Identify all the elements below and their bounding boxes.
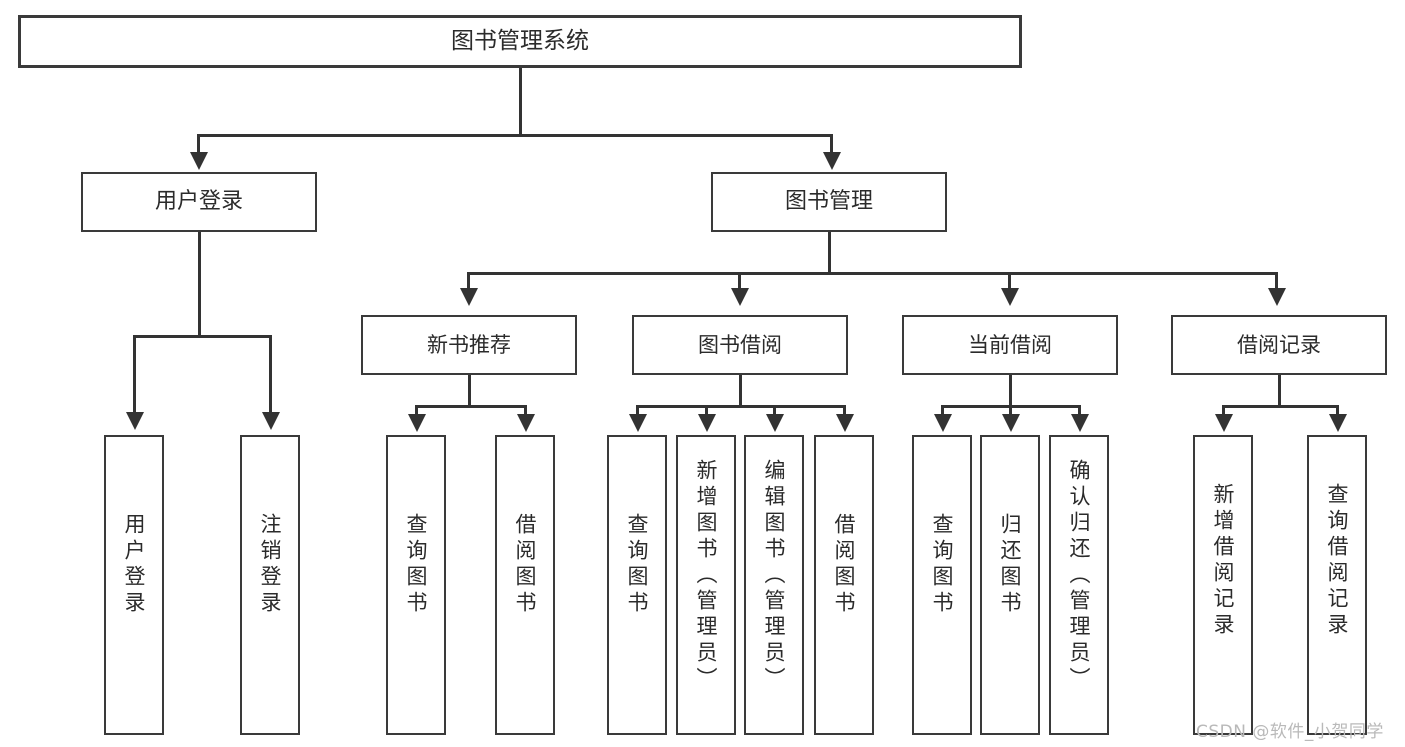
- connector-root-bus: [197, 134, 833, 137]
- leaf-label: 新增图书（管理员）: [694, 459, 719, 693]
- node-new-book-recommend[interactable]: 新书推荐: [361, 315, 577, 375]
- leaf-confirm-return-admin[interactable]: 确认归还（管理员）: [1049, 435, 1109, 735]
- arrow-to-user-login: [190, 152, 208, 170]
- connector-bookmgmt-stem: [828, 232, 831, 274]
- arrow-to-leaf-logout: [262, 412, 280, 430]
- connector-bookmgmt-drop-2: [738, 272, 741, 290]
- connector-bookmgmt-drop-3: [1008, 272, 1011, 290]
- connector-bookborrow-bus: [636, 405, 846, 408]
- arrow-to-leaf-user-login: [126, 412, 144, 430]
- arrow-currentborrow-leaf-3: [1071, 414, 1089, 432]
- leaf-label: 归还图书: [998, 513, 1023, 617]
- leaf-label: 用户登录: [122, 513, 147, 617]
- arrow-currentborrow-leaf-1: [934, 414, 952, 432]
- node-user-login[interactable]: 用户登录: [81, 172, 317, 232]
- arrow-currentborrow-leaf-2: [1002, 414, 1020, 432]
- connector-currentborrow-stem: [1009, 375, 1012, 407]
- connector-userlogin-drop-1: [133, 335, 136, 415]
- arrow-bookborrow-leaf-2: [698, 414, 716, 432]
- connector-root-drop-right: [830, 134, 833, 156]
- leaf-borrow-book-recommend[interactable]: 借阅图书: [495, 435, 555, 735]
- leaf-query-book-current[interactable]: 查询图书: [912, 435, 972, 735]
- arrow-to-current-borrow: [1001, 288, 1019, 306]
- leaf-query-book-recommend[interactable]: 查询图书: [386, 435, 446, 735]
- node-book-management[interactable]: 图书管理: [711, 172, 947, 232]
- connector-currentborrow-drop-1: [941, 405, 944, 417]
- leaf-user-login[interactable]: 用户登录: [104, 435, 164, 735]
- connector-newbook-drop-2: [524, 405, 527, 417]
- arrow-newbook-leaf-2: [517, 414, 535, 432]
- leaf-label: 查询图书: [404, 513, 429, 617]
- connector-root-stem: [519, 68, 522, 136]
- node-label: 图书借阅: [698, 332, 782, 357]
- leaf-add-book-admin[interactable]: 新增图书（管理员）: [676, 435, 736, 735]
- leaf-label: 查询借阅记录: [1325, 483, 1350, 639]
- node-label: 图书管理: [784, 189, 873, 215]
- leaf-edit-book-admin[interactable]: 编辑图书（管理员）: [744, 435, 804, 735]
- leaf-label: 查询图书: [625, 513, 650, 617]
- connector-currentborrow-drop-3: [1078, 405, 1081, 417]
- arrow-bookborrow-leaf-3: [766, 414, 784, 432]
- connector-bookborrow-drop-1: [636, 405, 639, 417]
- arrow-borrowrecord-leaf-2: [1329, 414, 1347, 432]
- leaf-add-borrow-record[interactable]: 新增借阅记录: [1193, 435, 1253, 735]
- leaf-label: 查询图书: [930, 513, 955, 617]
- connector-bookborrow-stem: [739, 375, 742, 407]
- connector-newbook-stem: [468, 375, 471, 407]
- leaf-query-borrow-record[interactable]: 查询借阅记录: [1307, 435, 1367, 735]
- connector-bookborrow-drop-3: [773, 405, 776, 417]
- node-label: 新书推荐: [427, 332, 511, 357]
- connector-userlogin-stem: [198, 232, 201, 337]
- watermark-text: CSDN @软件_小贺同学: [1196, 722, 1384, 742]
- leaf-label: 编辑图书（管理员）: [762, 459, 787, 693]
- node-root-book-management-system[interactable]: 图书管理系统: [18, 15, 1022, 68]
- node-label: 用户登录: [154, 189, 243, 215]
- connector-borrowrecord-bus: [1222, 405, 1339, 408]
- leaf-label: 确认归还（管理员）: [1067, 459, 1092, 693]
- leaf-label: 新增借阅记录: [1211, 483, 1236, 639]
- leaf-logout[interactable]: 注销登录: [240, 435, 300, 735]
- connector-newbook-bus: [415, 405, 527, 408]
- node-label: 图书管理系统: [451, 27, 589, 54]
- arrow-bookborrow-leaf-1: [629, 414, 647, 432]
- leaf-label: 借阅图书: [513, 513, 538, 617]
- connector-bookborrow-drop-4: [843, 405, 846, 417]
- csdn-watermark: CSDN @软件_小贺同学: [1196, 717, 1384, 742]
- connector-bookmgmt-drop-4: [1275, 272, 1278, 290]
- leaf-query-book-borrow[interactable]: 查询图书: [607, 435, 667, 735]
- arrow-newbook-leaf-1: [408, 414, 426, 432]
- arrow-to-book-borrow: [731, 288, 749, 306]
- arrow-to-new-book-recommend: [460, 288, 478, 306]
- node-book-borrow[interactable]: 图书借阅: [632, 315, 848, 375]
- arrow-to-borrow-record: [1268, 288, 1286, 306]
- connector-bookmgmt-bus: [467, 272, 1278, 275]
- connector-borrowrecord-drop-1: [1222, 405, 1225, 417]
- connector-userlogin-drop-2: [269, 335, 272, 415]
- node-borrow-record[interactable]: 借阅记录: [1171, 315, 1387, 375]
- connector-newbook-drop-1: [415, 405, 418, 417]
- connector-userlogin-bus: [133, 335, 272, 338]
- leaf-return-book[interactable]: 归还图书: [980, 435, 1040, 735]
- leaf-label: 借阅图书: [832, 513, 857, 617]
- connector-root-drop-left: [197, 134, 200, 156]
- connector-borrowrecord-stem: [1278, 375, 1281, 407]
- connector-borrowrecord-drop-2: [1336, 405, 1339, 417]
- node-label: 当前借阅: [968, 332, 1052, 357]
- leaf-label: 注销登录: [258, 513, 283, 617]
- connector-currentborrow-drop-2: [1009, 405, 1012, 417]
- node-current-borrow[interactable]: 当前借阅: [902, 315, 1118, 375]
- leaf-borrow-book[interactable]: 借阅图书: [814, 435, 874, 735]
- connector-bookborrow-drop-2: [705, 405, 708, 417]
- connector-bookmgmt-drop-1: [467, 272, 470, 290]
- arrow-to-book-management: [823, 152, 841, 170]
- arrow-bookborrow-leaf-4: [836, 414, 854, 432]
- node-label: 借阅记录: [1237, 332, 1321, 357]
- arrow-borrowrecord-leaf-1: [1215, 414, 1233, 432]
